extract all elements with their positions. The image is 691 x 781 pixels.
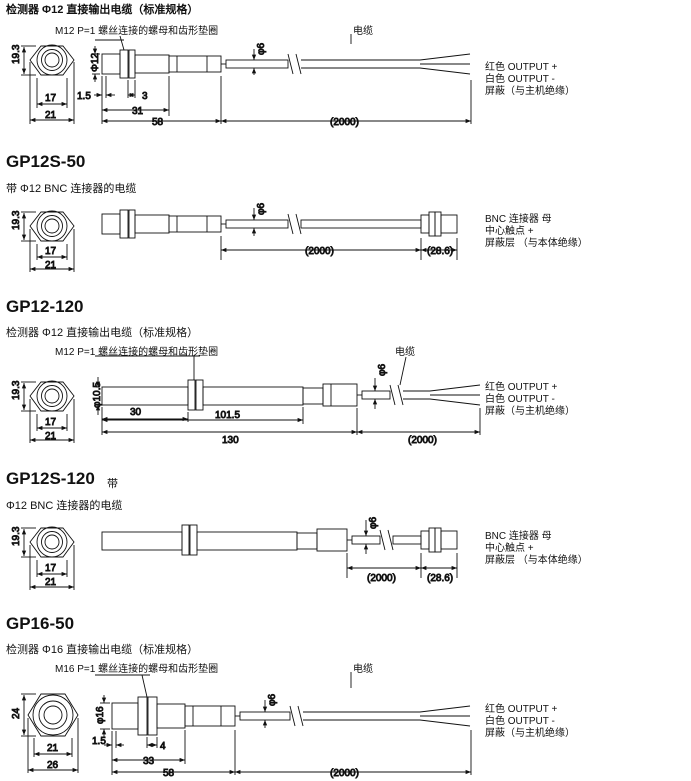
section5-cable-label: 电缆 xyxy=(353,664,373,675)
section3-inner-dim: 17 xyxy=(45,417,57,428)
section1-cable-dia: φ6 xyxy=(256,43,267,55)
section5-dim-b: 4 xyxy=(160,741,166,752)
section3-dia-dim: φ10.5 xyxy=(92,382,103,408)
section3-title: GP12-120 xyxy=(6,297,84,316)
section5-height-dim: 24 xyxy=(11,707,22,719)
section5-side-view xyxy=(95,672,472,775)
section1-side-view xyxy=(92,34,472,124)
section4-wire-center: 中心触点 + xyxy=(485,543,534,554)
section5-wire-red: 红色 OUTPUT + xyxy=(485,704,558,715)
section3-wire-white: 白色 OUTPUT - xyxy=(485,394,555,405)
section5-front-view xyxy=(21,693,79,773)
section4-height-dim: 19.3 xyxy=(11,526,22,546)
section2-wire-bnc: BNC 连接器 母 xyxy=(485,214,552,225)
section3-wire-red: 红色 OUTPUT + xyxy=(485,382,558,393)
section4-subtitle: Φ12 BNC 连接器的电缆 xyxy=(6,500,123,512)
section5-cable-dia: φ6 xyxy=(267,694,278,706)
section3-wire-shield: 屏蔽（与主机绝缘） xyxy=(485,406,575,417)
section4-title: GP12S-120 xyxy=(6,469,95,488)
section3-front-view xyxy=(21,380,75,443)
section5-subtitle: 检测器 Φ16 直接输出电缆（标准规格） xyxy=(6,644,199,656)
section1-nut-label: M12 P=1 螺丝连接的螺母和齿形垫圈 xyxy=(55,26,219,37)
section5-outer-dim: 26 xyxy=(47,760,59,771)
section1-cable-len: (2000) xyxy=(330,117,359,128)
section1-cable-label: 电缆 xyxy=(353,26,373,37)
section4-wire-bnc: BNC 连接器 母 xyxy=(485,531,552,542)
section4-outer-dim: 21 xyxy=(45,577,57,588)
section2-outer-dim: 21 xyxy=(45,260,57,271)
section2-cable-len: (2000) xyxy=(305,246,334,257)
section1-dim-d: 58 xyxy=(152,117,164,128)
section1-dia-dim: Φ12 xyxy=(90,52,101,72)
section3-cable-len: (2000) xyxy=(408,435,437,446)
section5-dim-a: 1.5 xyxy=(92,736,106,747)
section3-side-view xyxy=(95,355,481,435)
section3-outer-dim: 21 xyxy=(45,431,57,442)
section1-dim-c: 31 xyxy=(132,106,144,117)
section2-height-dim: 19.3 xyxy=(11,210,22,230)
section1-wire-shield: 屏蔽（与主机绝缘） xyxy=(485,86,575,97)
section4-front-view xyxy=(21,526,75,590)
section2-inner-dim: 17 xyxy=(45,246,57,257)
section5-inner-dim: 21 xyxy=(47,743,59,754)
section4-cable-len: (2000) xyxy=(367,573,396,584)
section3-cable-dia: φ6 xyxy=(377,364,388,376)
section2-bnc-len: (28.6) xyxy=(427,246,453,257)
section1-wire-red: 红色 OUTPUT + xyxy=(485,62,558,73)
section1-dim-a: 1.5 xyxy=(77,91,91,102)
section5-dim-c: 33 xyxy=(143,756,155,767)
section1-outer-dim: 21 xyxy=(45,110,57,121)
section2-side-view xyxy=(101,208,458,260)
section4-inner-dim: 17 xyxy=(45,563,57,574)
section4-wire-shield: 屏蔽层 （与本体绝缘） xyxy=(485,555,588,566)
section1-inner-dim: 17 xyxy=(45,93,57,104)
section4-cable-dia: φ6 xyxy=(368,517,379,529)
section3-height-dim: 19.3 xyxy=(11,380,22,400)
section2-front-view xyxy=(21,210,75,272)
section3-cable-label: 电缆 xyxy=(395,347,415,358)
section3-subtitle: 检测器 Φ12 直接输出电缆（标准规格） xyxy=(6,327,199,339)
section3-dim-c: 130 xyxy=(222,435,239,446)
section1-subtitle: 检测器 Φ12 直接输出电缆（标准规格） xyxy=(6,4,199,16)
section5-dim-d: 58 xyxy=(163,768,175,779)
section5-title: GP16-50 xyxy=(6,614,75,633)
section1-height-dim: 19.3 xyxy=(11,44,22,64)
section5-wire-shield: 屏蔽（与主机绝缘） xyxy=(485,728,575,739)
section1-dim-b: 3 xyxy=(142,91,148,102)
section4-side-view xyxy=(101,520,458,578)
section2-subtitle: 带 Φ12 BNC 连接器的电缆 xyxy=(6,183,137,195)
section4-bnc-len: (28.6) xyxy=(427,573,453,584)
section1-front-view xyxy=(21,44,75,124)
section3-dim-b: 101.5 xyxy=(215,410,240,421)
section5-nut-label: M16 P=1 螺丝连接的螺母和齿形垫圈 xyxy=(55,664,219,675)
section3-nut-label: M12 P=1 螺丝连接的螺母和齿形垫圈 xyxy=(55,347,219,358)
section3-dim-a: 30 xyxy=(130,407,142,418)
section2-title: GP12S-50 xyxy=(6,152,86,171)
section5-wire-white: 白色 OUTPUT - xyxy=(485,716,555,727)
section5-cable-len: (2000) xyxy=(330,768,359,779)
section2-wire-center: 中心触点 + xyxy=(485,226,534,237)
section1-wire-white: 白色 OUTPUT - xyxy=(485,74,555,85)
section4-title-suffix: 带 xyxy=(107,478,118,490)
section2-wire-shield: 屏蔽层 （与本体绝缘） xyxy=(485,238,588,249)
section5-dia-dim: φ16 xyxy=(95,706,106,724)
section2-cable-dia: φ6 xyxy=(256,203,267,215)
